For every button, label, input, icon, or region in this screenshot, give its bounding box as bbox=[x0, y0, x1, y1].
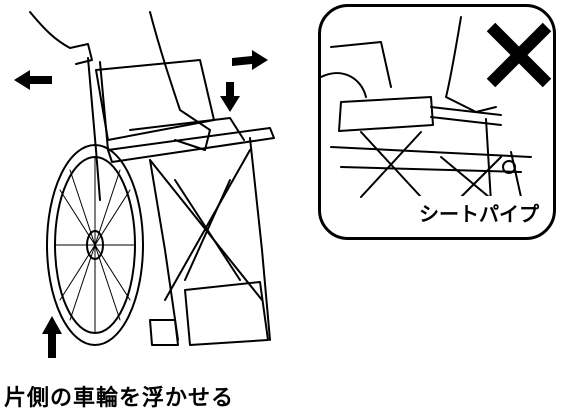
x-mark-icon bbox=[486, 22, 552, 88]
arrow-right-icon bbox=[232, 50, 268, 70]
arrow-left-icon bbox=[14, 70, 52, 90]
wheelchair-illustration bbox=[14, 11, 275, 358]
seat-pipe-label: シートパイプ bbox=[415, 196, 543, 229]
seat-pipe-inset: シートパイプ bbox=[318, 4, 556, 240]
inset-illustration bbox=[321, 16, 532, 208]
arrow-down-icon bbox=[220, 82, 240, 112]
instruction-caption: 片側の車輪を浮かせる bbox=[4, 386, 235, 411]
arrow-up-icon bbox=[42, 316, 62, 358]
